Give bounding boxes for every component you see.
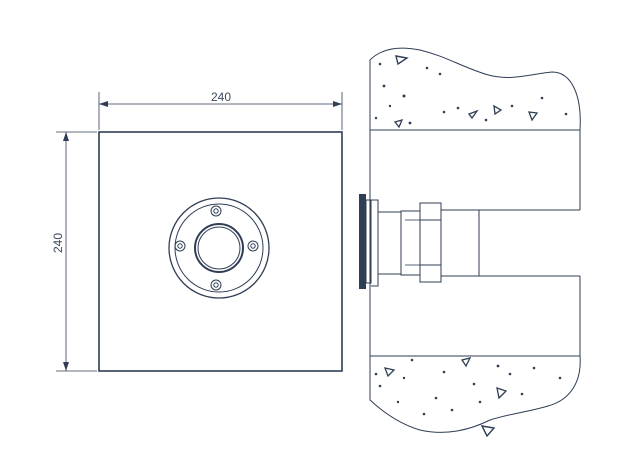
flange-body (365, 199, 372, 284)
pipe (479, 209, 580, 277)
screw-left (174, 240, 186, 252)
round-fitting (168, 197, 270, 299)
square-plate (98, 131, 343, 372)
screw-right (247, 240, 259, 252)
fitting-side-view (359, 194, 581, 292)
fitting-opening-inner (197, 226, 241, 270)
wall-top-outline (369, 47, 581, 198)
fitting-outer-ring (168, 197, 270, 299)
screw-top (210, 205, 222, 217)
front-view (98, 131, 343, 372)
height-dimension-label: 240 (51, 233, 65, 253)
height-dimension: 240 (51, 131, 97, 372)
flange-face (359, 194, 366, 289)
fitting-body (371, 199, 402, 287)
pipe-connector (440, 209, 480, 277)
wall-bottom-outline (369, 292, 581, 433)
fitting-inner-ring (174, 203, 264, 293)
hex-nut (400, 202, 442, 283)
concrete-aggregate-bottom (374, 357, 562, 438)
screw-bottom (210, 279, 222, 291)
wall-section (369, 47, 581, 438)
fitting-opening-outer (194, 223, 244, 273)
width-dimension: 240 (98, 90, 343, 130)
width-dimension-label: 240 (211, 90, 231, 104)
concrete-aggregate-top (374, 55, 568, 129)
